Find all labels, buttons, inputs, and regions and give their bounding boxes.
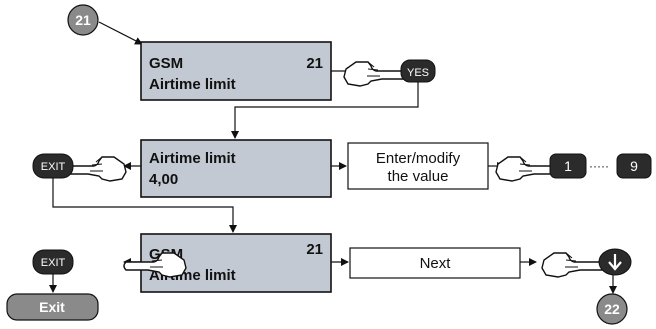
- hand-pointer-icon: [495, 156, 559, 182]
- svg-text:4,00: 4,00: [149, 171, 178, 188]
- svg-text:9: 9: [630, 158, 638, 174]
- next-box: Next: [349, 247, 521, 279]
- arrow-yes-to-lcd2: [231, 82, 419, 139]
- svg-text:Airtime limit: Airtime limit: [149, 150, 236, 167]
- arrow-exit-to-lcd3: [52, 178, 237, 233]
- svg-text:21: 21: [75, 12, 91, 28]
- lcd-display-gsm: GSM 21 Airtime limit: [140, 41, 332, 101]
- svg-text:21: 21: [306, 241, 323, 258]
- hand-pointer-icon: [343, 61, 407, 87]
- svg-text:EXIT: EXIT: [41, 257, 66, 269]
- svg-text:Airtime limit: Airtime limit: [149, 76, 236, 93]
- key-1[interactable]: 1: [549, 153, 587, 179]
- svg-text:21: 21: [306, 55, 323, 72]
- lcd-display-airtime: Airtime limit 4,00: [140, 139, 332, 198]
- exit-key-2[interactable]: EXIT: [32, 249, 74, 275]
- svg-text:YES: YES: [407, 67, 429, 79]
- exit-key[interactable]: EXIT: [32, 153, 74, 179]
- svg-text:1: 1: [564, 158, 572, 174]
- svg-text:Next: Next: [420, 255, 452, 272]
- arrow-down-icon: [608, 254, 622, 271]
- step-22-circle: 22: [596, 293, 628, 325]
- exit-state: Exit: [6, 293, 99, 321]
- svg-text:EXIT: EXIT: [41, 161, 66, 173]
- down-arrow-key[interactable]: [598, 248, 632, 276]
- svg-text:Enter/modify: Enter/modify: [376, 150, 461, 167]
- svg-text:the value: the value: [388, 168, 449, 185]
- key-range-dots: ·····: [589, 159, 609, 173]
- svg-text:Exit: Exit: [39, 299, 65, 315]
- yes-key[interactable]: YES: [400, 59, 436, 83]
- key-9[interactable]: 9: [616, 153, 652, 179]
- arrow-start: [98, 21, 143, 45]
- svg-text:22: 22: [604, 301, 620, 317]
- enter-modify-box: Enter/modify the value: [347, 142, 489, 190]
- step-21-circle: 21: [67, 4, 99, 36]
- svg-text:GSM: GSM: [149, 55, 183, 72]
- hand-pointer-icon: [541, 252, 605, 278]
